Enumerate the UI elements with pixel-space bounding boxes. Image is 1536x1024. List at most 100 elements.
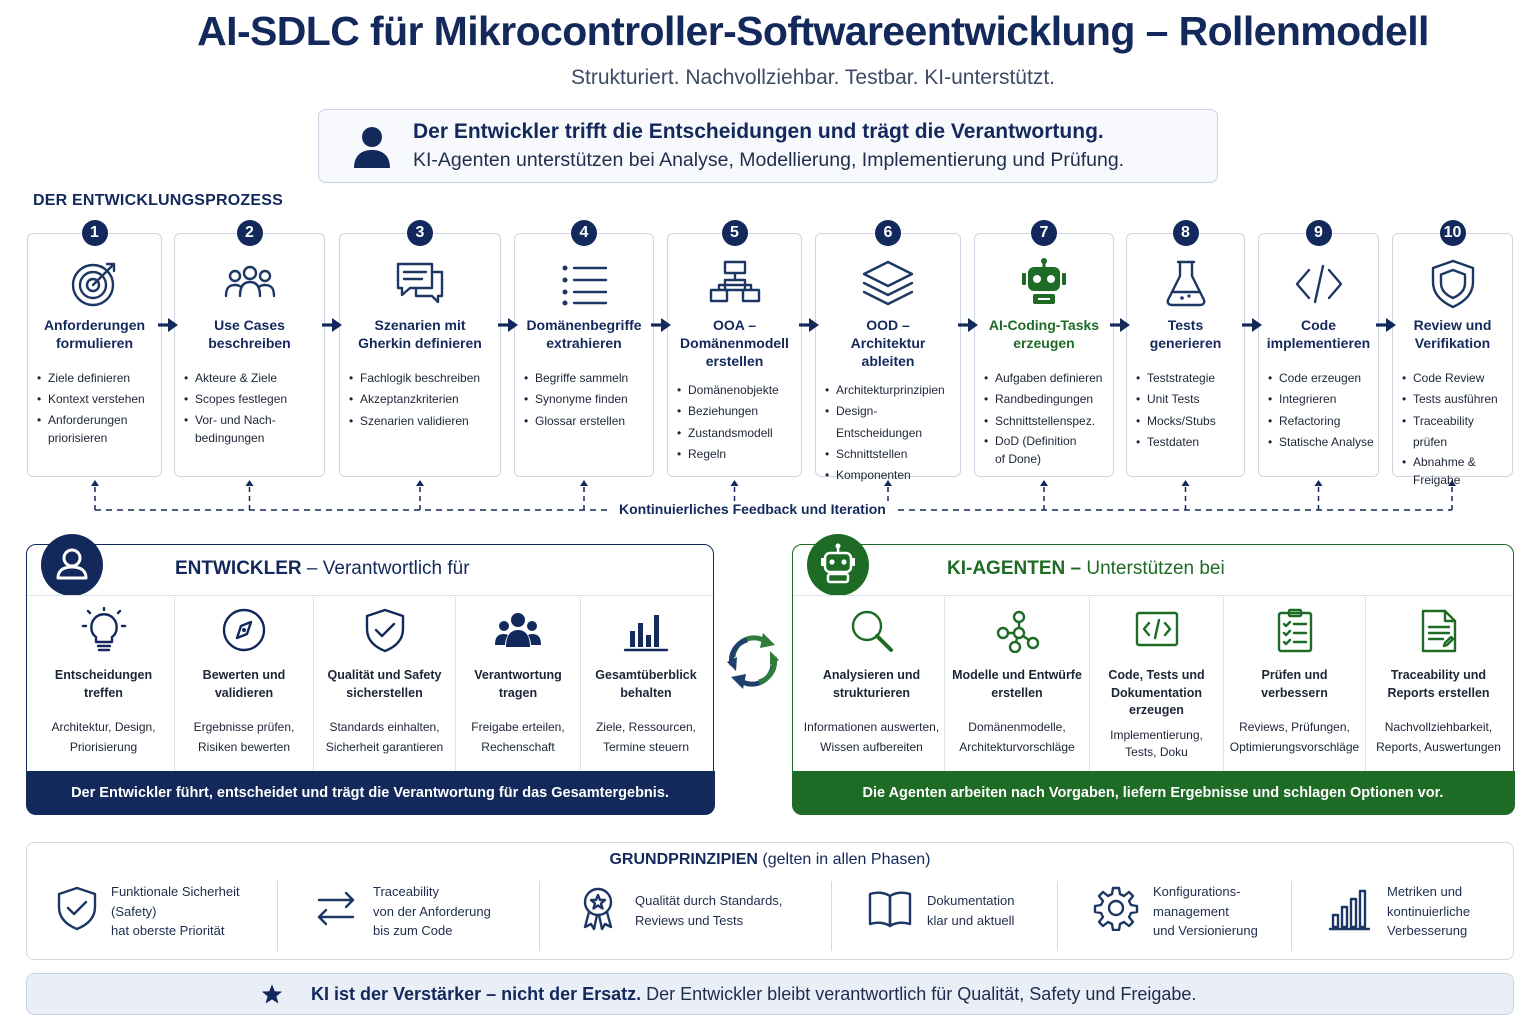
- process-heading: DER ENTWICKLUNGSPROZESS: [33, 192, 283, 209]
- developer-item-title: Entscheidungen treffen: [54, 668, 153, 700]
- compass-icon: [222, 608, 266, 652]
- principle-text: Dokumentation klar und aktuell: [927, 893, 1015, 928]
- step-bullet: Schnittstellen: [825, 444, 957, 466]
- ai-agents-panel: KI-AGENTEN – Unterstützen bei Analysiere…: [791, 534, 1515, 815]
- responsibility-banner: Der Entwickler trifft die Entscheidungen…: [318, 109, 1218, 183]
- step-number-7: 7: [1031, 220, 1057, 246]
- step-bullet: Zustandsmodell: [677, 423, 798, 445]
- book-icon: [868, 891, 912, 928]
- principle-text: Metriken und kontinuierliche Verbesserun…: [1387, 884, 1471, 938]
- ai_agents-item-desc: Reviews, Prüfungen, Optimierungsvorschlä…: [1229, 720, 1360, 754]
- step-bullet: Architekturprinzipien: [825, 380, 957, 402]
- step-bullet: Glossar erstellen: [524, 411, 650, 433]
- developer-item-title: Bewerten und validieren: [202, 668, 286, 700]
- network-icon: [996, 610, 1040, 653]
- swap-arrows-icon: [317, 891, 355, 926]
- step-card-3: [339, 233, 501, 477]
- principle-item: Metriken und kontinuierliche Verbesserun…: [1291, 881, 1513, 951]
- flow-arrow-icon: [1241, 318, 1262, 332]
- flow-arrow-icon: [322, 318, 342, 332]
- team-icon: [495, 613, 541, 647]
- star-icon: [261, 984, 283, 1004]
- ai_agents-item-desc: Informationen auswerten, Wissen aufberei…: [803, 720, 940, 754]
- step-bullet: Abnahme & Freigabe: [1402, 453, 1509, 489]
- code-icon: [1295, 264, 1342, 304]
- ai_agents-item-desc: Nachvollziehbarkeit, Reports, Auswertung…: [1376, 720, 1501, 754]
- step-bullet: Integrieren: [1268, 389, 1375, 411]
- step-bullets-7: Aufgaben definierenRandbedingungenSchnit…: [984, 368, 1110, 468]
- step-bullets-4: Begriffe sammelnSynonyme findenGlossar e…: [524, 368, 650, 432]
- developer-badge: [41, 534, 103, 596]
- step-number-1: 1: [81, 220, 108, 246]
- principle-text: Traceability von der Anforderung bis zum…: [373, 884, 491, 938]
- step-bullets-10: Code ReviewTests ausführenTraceability p…: [1402, 368, 1509, 489]
- developer-item-title: Verantwortung tragen: [474, 668, 562, 700]
- page-subtitle: Strukturiert. Nachvollziehbar. Testbar. …: [571, 66, 1055, 89]
- step-bullet: Code Review: [1402, 368, 1509, 390]
- developer-item-desc: Architektur, Design, Priorisierung: [51, 720, 156, 754]
- step-bullet: Domänenobjekte: [677, 380, 798, 402]
- flow-arrow-icon: [957, 318, 978, 332]
- step-bullet: Mocks/Stubs: [1136, 411, 1241, 433]
- step-bullet: Teststrategie: [1136, 368, 1241, 390]
- developer-footer: Der Entwickler führt, entscheidet und tr…: [25, 770, 715, 815]
- principle-item: Traceability von der Anforderung bis zum…: [277, 881, 539, 951]
- person-icon: [354, 127, 390, 168]
- step-bullets-6: ArchitekturprinzipienDesign-Entscheidung…: [825, 380, 957, 487]
- step-bullet: Design-Entscheidungen: [825, 401, 957, 444]
- developer-item-desc: Ergebnisse prüfen, Risiken bewerten: [193, 720, 295, 754]
- step-bullet: Ziele definieren: [37, 368, 158, 390]
- step-number-5: 5: [721, 220, 748, 246]
- flow-arrow-icon: [158, 318, 178, 332]
- step-bullet: Schnittstellenspez.: [984, 411, 1110, 433]
- feedback-label: Kontinuierliches Feedback und Iteration: [612, 501, 893, 517]
- step-number-10: 10: [1439, 220, 1466, 246]
- step-number-8: 8: [1172, 220, 1199, 246]
- step-number-4: 4: [571, 220, 597, 246]
- step-number-6: 6: [875, 220, 901, 246]
- banner-headline: Der Entwickler trifft die Entscheidungen…: [413, 120, 1104, 143]
- step-bullets-9: Code erzeugenIntegrierenRefactoringStati…: [1268, 368, 1375, 453]
- step-bullet: Kontext verstehen: [37, 389, 158, 411]
- flask-icon: [1166, 260, 1205, 307]
- step-bullets-3: Fachlogik beschreibenAkzeptanzkriterienS…: [349, 368, 497, 432]
- step-number-9: 9: [1305, 220, 1332, 246]
- code-window-icon: [1135, 611, 1178, 647]
- shield-check-icon: [57, 886, 97, 931]
- developer-title: ENTWICKLER – Verantwortlich für: [175, 558, 470, 579]
- step-bullet: Refactoring: [1268, 411, 1375, 433]
- step-bullet: Traceability prüfen: [1402, 411, 1509, 454]
- flow-arrow-icon: [1110, 318, 1130, 332]
- step-bullet: Komponenten: [825, 465, 957, 487]
- robot-icon: [1022, 258, 1066, 304]
- chat-icon: [396, 262, 444, 304]
- step-bullets-2: Akteure & ZieleScopes festlegenVor- und …: [184, 368, 321, 447]
- step-bullet: Statische Analyse: [1268, 432, 1375, 454]
- developer-item-desc: Ziele, Ressourcen, Termine steuern: [595, 720, 697, 754]
- principle-item: Funktionale Sicherheit (Safety) hat ober…: [27, 881, 277, 951]
- step-bullet: Szenarien validieren: [349, 411, 497, 433]
- step-bullet: Fachlogik beschreiben: [349, 368, 497, 390]
- step-bullets-8: TeststrategieUnit TestsMocks/StubsTestda…: [1136, 368, 1241, 453]
- principle-item: Qualität durch Standards, Reviews und Te…: [539, 881, 831, 951]
- step-bullet: Regeln: [677, 444, 798, 466]
- ai_agents-item-desc: Domänenmodelle, Architekturvorschläge: [959, 720, 1075, 754]
- step-bullet: Anforderungen priorisieren: [37, 411, 158, 447]
- award-icon: [583, 887, 613, 931]
- ai_agents-item-title: Modelle und Entwürfe erstellen: [952, 668, 1082, 700]
- ai_agents-item-title: Traceability und Reports erstellen: [1387, 668, 1490, 700]
- step-bullet: Scopes festlegen: [184, 389, 321, 411]
- hierarchy-icon: [709, 260, 760, 303]
- step-bullet: DoD (Definition of Done): [984, 432, 1110, 468]
